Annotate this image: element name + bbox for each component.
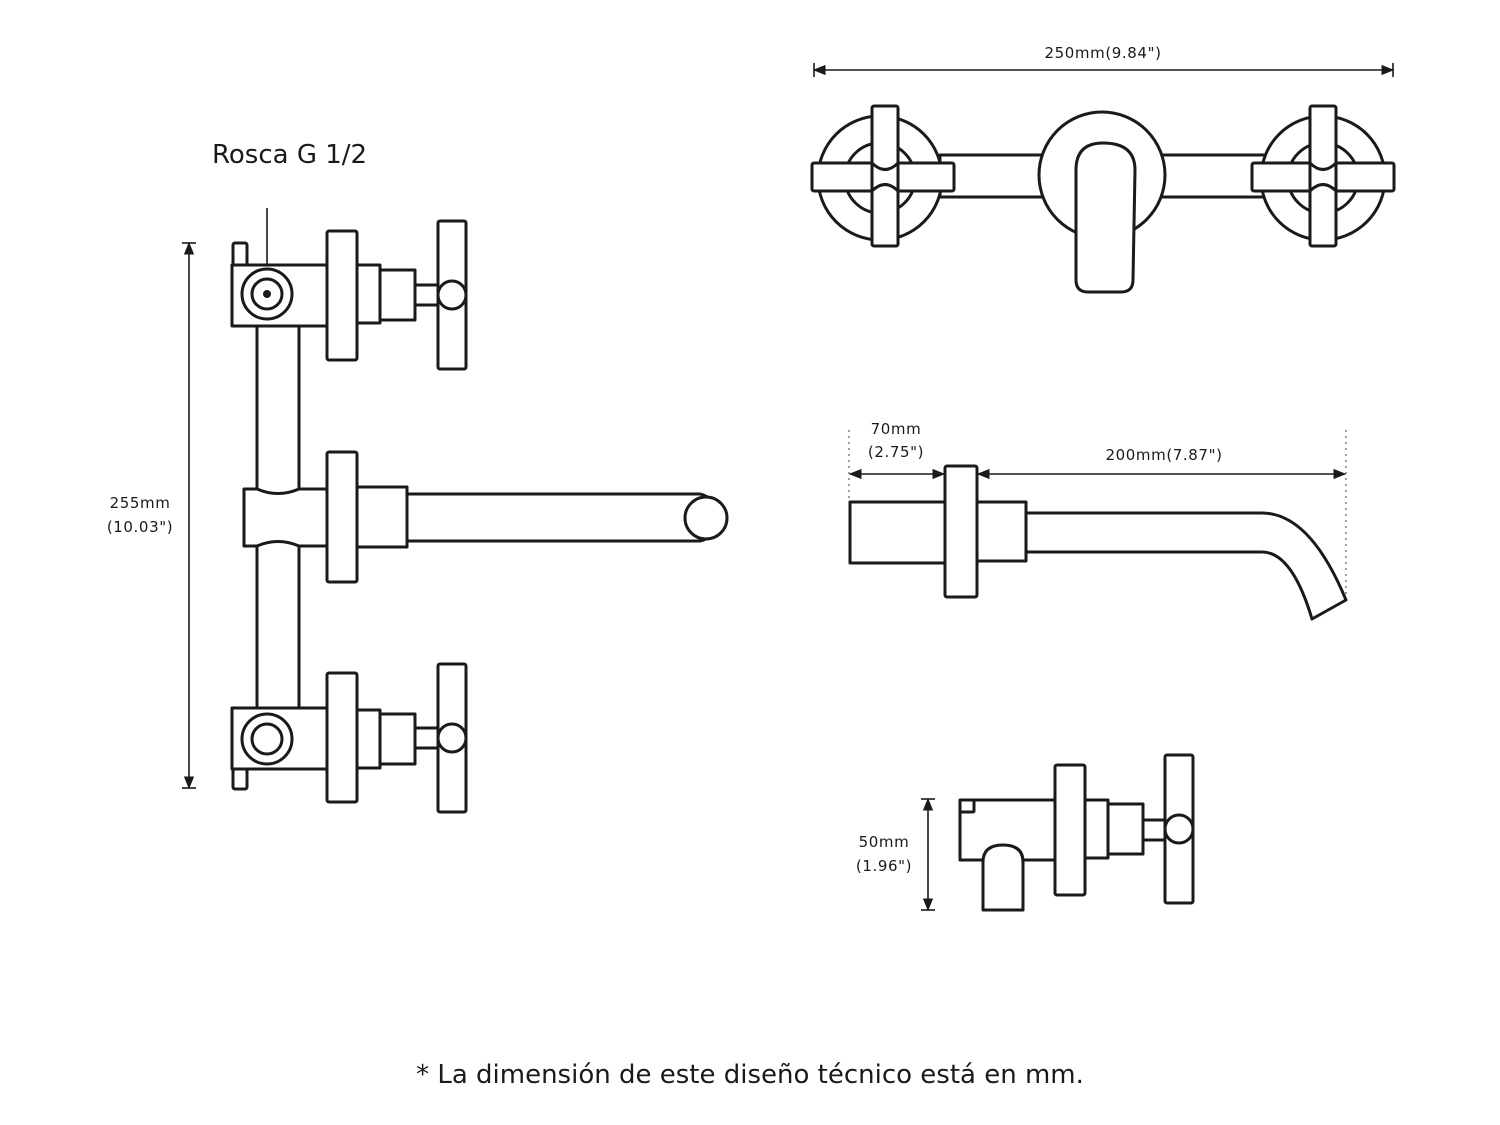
spout-side-view: 70mm (2.75") 200mm(7.87") [848, 420, 1348, 621]
spout-reach-label: 200mm(7.87") [1105, 446, 1222, 464]
width-label: 250mm(9.84") [1044, 44, 1161, 62]
spout-assembly [242, 450, 729, 584]
thread-label: Rosca G 1/2 [212, 140, 367, 170]
top-valve [230, 219, 468, 371]
lower-pipe [255, 546, 301, 707]
upper-pipe [255, 326, 301, 490]
side-height-in-label: (1.96") [856, 857, 912, 875]
footnote: * La dimensión de este diseño técnico es… [416, 1060, 1084, 1090]
side-height-mm-label: 50mm [859, 833, 910, 851]
side-elevation-view: Rosca G 1/2 255mm (10.03") [100, 140, 729, 814]
curved-spout [1024, 511, 1348, 621]
depth-in-label: (2.75") [868, 443, 924, 461]
height-in-label: (10.03") [107, 518, 173, 536]
front-center-lever [1037, 110, 1167, 294]
front-right-handle [1250, 104, 1396, 248]
bottom-valve [230, 662, 468, 814]
depth-mm-label: 70mm [871, 420, 922, 438]
front-left-handle [810, 104, 956, 248]
height-mm-label: 255mm [110, 494, 171, 512]
front-view: 250mm(9.84") [810, 44, 1396, 294]
valve-side-view: 50mm (1.96") [848, 753, 1195, 912]
